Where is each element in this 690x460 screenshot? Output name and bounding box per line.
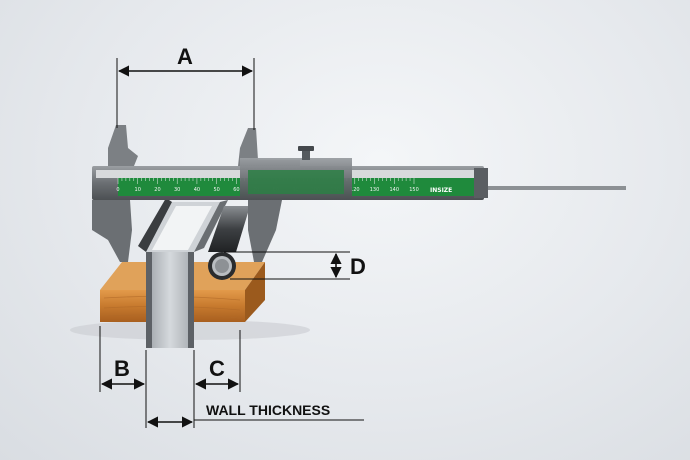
dimension-a: A [116,44,255,130]
sliding-jaw-upper [238,128,300,166]
label-d: D [350,254,366,279]
dimension-wall-thickness: WALL THICKNESS [145,392,364,428]
label-wall-thickness: WALL THICKNESS [206,402,330,418]
scale-tick-label: 50 [213,187,219,193]
thumb-screw-icon [302,150,310,160]
depth-rod [480,186,626,190]
aluminium-profile [138,198,228,348]
scale-tick-label: 120 [350,187,360,193]
dimension-b: B [99,326,147,392]
tube [208,206,250,280]
dimension-d: D [224,251,366,280]
label-c: C [209,356,225,381]
label-a: A [177,44,193,69]
label-b: B [114,356,130,381]
scale-tick-label: 30 [174,187,180,193]
sliding-jaw-lower [248,200,282,262]
scale-tick-label: 140 [389,187,399,193]
scale-tick-label: 20 [154,187,160,193]
scale-tick-label: 130 [370,187,380,193]
scale-tick-label: 60 [233,187,239,193]
scale-tick-label: 40 [194,187,200,193]
vernier-caliper: 0102030405060708090100110120130140150 IN… [92,125,626,262]
scale-tick-label: 10 [135,187,141,193]
fixed-jaw-lower [92,200,132,262]
dimension-c: C [193,330,241,392]
brand-label: INSIZE [430,187,452,194]
scale-tick-label: 150 [409,187,419,193]
fixed-jaw-upper [108,125,138,166]
scale-tick-label: 0 [116,187,119,193]
